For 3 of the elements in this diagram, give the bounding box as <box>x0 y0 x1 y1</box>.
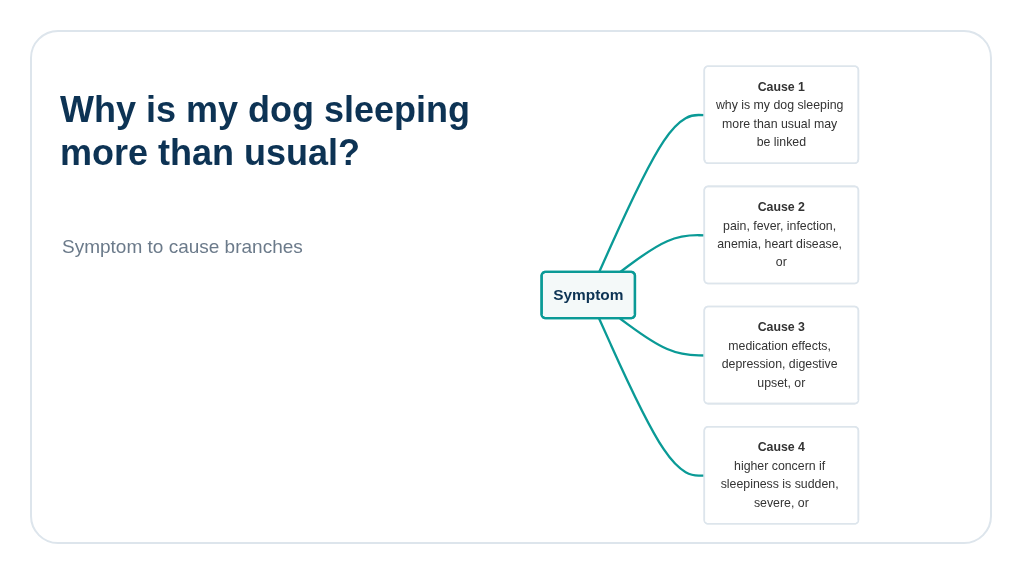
title: Why is my dog sleeping more than usual? <box>60 88 472 175</box>
connector <box>598 318 705 477</box>
subtitle: Symptom to cause branches <box>62 236 303 258</box>
